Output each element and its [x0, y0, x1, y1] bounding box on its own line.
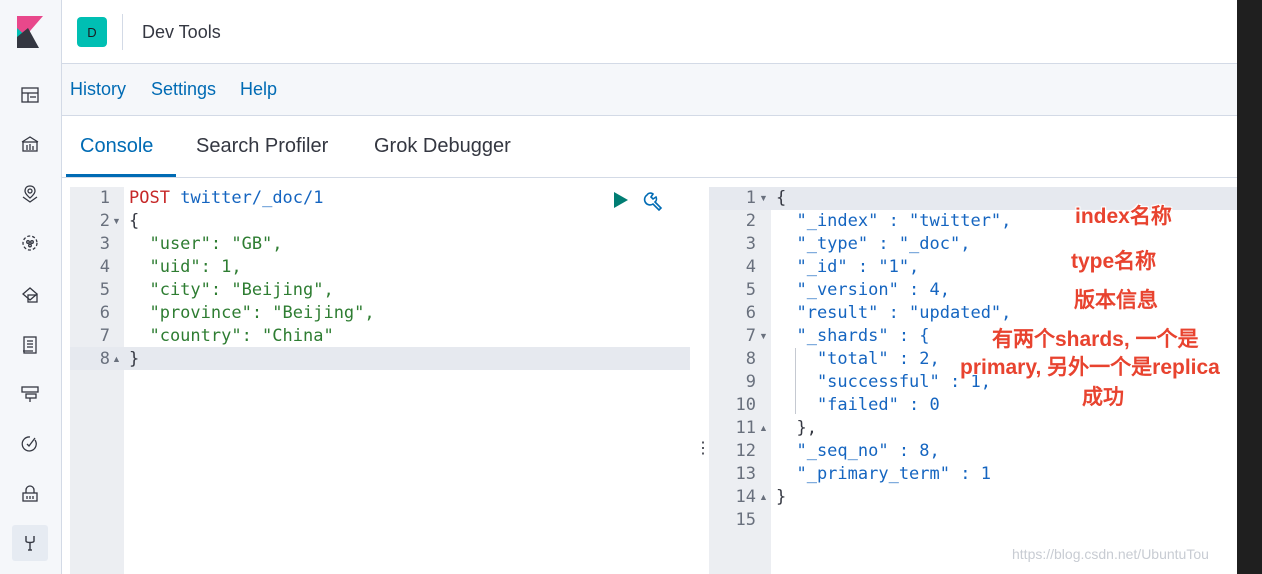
line-number: 15: [735, 510, 756, 530]
fold-toggle-icon[interactable]: ▼: [759, 331, 768, 341]
selected-tab-indicator: [66, 174, 176, 177]
line-number: 5: [99, 280, 110, 300]
code-line: "city": "Beijing",: [129, 280, 334, 300]
tab-search-profiler[interactable]: Search Profiler: [196, 135, 329, 157]
tab-grok-debugger[interactable]: Grok Debugger: [374, 135, 511, 157]
annotation-index: index名称: [1075, 205, 1172, 228]
window-edge: [1237, 0, 1262, 574]
resizer-handle-icon[interactable]: ⋮: [695, 438, 711, 457]
code-line: "_type" : "_doc",: [776, 234, 971, 254]
line-number: 14: [735, 487, 756, 507]
maps-icon[interactable]: [17, 181, 43, 207]
siem-lock-icon[interactable]: [17, 481, 43, 507]
line-number: 7: [745, 326, 756, 346]
line-number: 8: [99, 349, 110, 369]
line-number: 13: [735, 464, 756, 484]
help-link[interactable]: Help: [240, 79, 278, 99]
annotation-type: type名称: [1071, 250, 1157, 273]
line-number: 4: [745, 257, 756, 277]
header-bar: D Dev Tools: [62, 0, 1237, 64]
request-path: twitter/_doc/1: [180, 188, 324, 208]
code-line: "_id" : "1",: [776, 257, 920, 277]
line-number: 8: [745, 349, 756, 369]
code-line: "failed" : 0: [776, 395, 940, 415]
line-number: 6: [99, 303, 110, 323]
line-number: 3: [745, 234, 756, 254]
active-line-highlight: [709, 187, 1237, 210]
canvas-icon[interactable]: [17, 131, 43, 157]
request-line[interactable]: POST twitter/_doc/1: [129, 187, 324, 210]
top-menu: History Settings Help: [62, 64, 1237, 116]
pane-resizer[interactable]: [690, 187, 709, 574]
dev-tools-wrench-icon[interactable]: [12, 525, 48, 561]
code-line: "successful" : 1,: [776, 372, 991, 392]
line-number: 2: [745, 211, 756, 231]
uptime-icon[interactable]: [17, 431, 43, 457]
tab-bar: Console Search Profiler Grok Debugger: [62, 117, 1237, 178]
code-line: "uid": 1,: [129, 257, 242, 277]
annotation-success: 成功: [1082, 386, 1124, 409]
code-line: {: [129, 211, 140, 231]
line-number: 3: [99, 234, 110, 254]
tab-console[interactable]: Console: [80, 135, 154, 157]
line-number: 5: [745, 280, 756, 300]
settings-link[interactable]: Settings: [151, 79, 217, 99]
line-number: 7: [99, 326, 110, 346]
code-line: }: [776, 487, 787, 507]
code-line: "_seq_no" : 8,: [776, 441, 940, 461]
line-number: 6: [745, 303, 756, 323]
code-line: "_version" : 4,: [776, 280, 950, 300]
logs-icon[interactable]: [17, 332, 43, 358]
code-line: "_primary_term" : 1: [776, 464, 991, 484]
fold-toggle-icon[interactable]: ▲: [759, 492, 768, 502]
line-number: 2: [99, 211, 110, 231]
line-number: 9: [745, 372, 756, 392]
active-line-highlight: [70, 347, 690, 370]
annotation-shards-line1: 有两个shards, 一个是: [992, 328, 1199, 351]
code-line: "_shards" : {: [776, 326, 930, 346]
code-line: },: [776, 418, 817, 438]
code-line: "country": "China": [129, 326, 334, 346]
indent-guide: [795, 348, 796, 414]
fold-toggle-icon[interactable]: ▲: [112, 354, 121, 364]
line-number: 1: [99, 188, 110, 208]
code-line: "user": "GB",: [129, 234, 283, 254]
output-gutter: [709, 187, 771, 574]
fold-toggle-icon[interactable]: ▼: [759, 193, 768, 203]
page-title: Dev Tools: [142, 22, 221, 42]
line-number: 11: [735, 418, 756, 438]
annotation-version: 版本信息: [1074, 289, 1158, 312]
annotation-shards-line2: primary, 另外一个是replica: [960, 356, 1220, 379]
send-request-play-icon[interactable]: [611, 190, 631, 210]
editor-gutter: [70, 187, 124, 574]
request-method: POST: [129, 188, 170, 208]
apm-icon[interactable]: [17, 381, 43, 407]
line-number: 12: [735, 441, 756, 461]
request-editor[interactable]: 1 2 3 4 5 6 7 8 ▼ ▲ POST twitter/_doc/1 …: [70, 187, 690, 574]
code-line: "_index" : "twitter",: [776, 211, 1012, 231]
code-line: "total" : 2,: [776, 349, 940, 369]
infrastructure-icon[interactable]: [17, 282, 43, 308]
side-nav: [0, 0, 62, 574]
header-divider: [122, 14, 123, 50]
kibana-logo-icon[interactable]: [17, 16, 43, 48]
response-output: 1 2 3 4 5 6 7 8 9 10 11 12 13 14 15 ▼ ▼ …: [709, 187, 1237, 574]
code-line: {: [776, 188, 787, 208]
fold-toggle-icon[interactable]: ▲: [759, 423, 768, 433]
code-line: "province": "Beijing",: [129, 303, 375, 323]
history-link[interactable]: History: [70, 79, 127, 99]
line-number: 4: [99, 257, 110, 277]
line-number: 10: [735, 395, 756, 415]
ml-icon[interactable]: [17, 230, 43, 256]
space-avatar[interactable]: D: [77, 17, 107, 47]
dashboard-icon[interactable]: [17, 82, 43, 108]
fold-toggle-icon[interactable]: ▼: [112, 216, 121, 226]
watermark: https://blog.csdn.net/UbuntuTou: [1012, 546, 1209, 562]
code-line: }: [129, 349, 140, 369]
code-line: "result" : "updated",: [776, 303, 1012, 323]
line-number: 1: [745, 188, 756, 208]
request-settings-wrench-icon[interactable]: [643, 190, 665, 212]
